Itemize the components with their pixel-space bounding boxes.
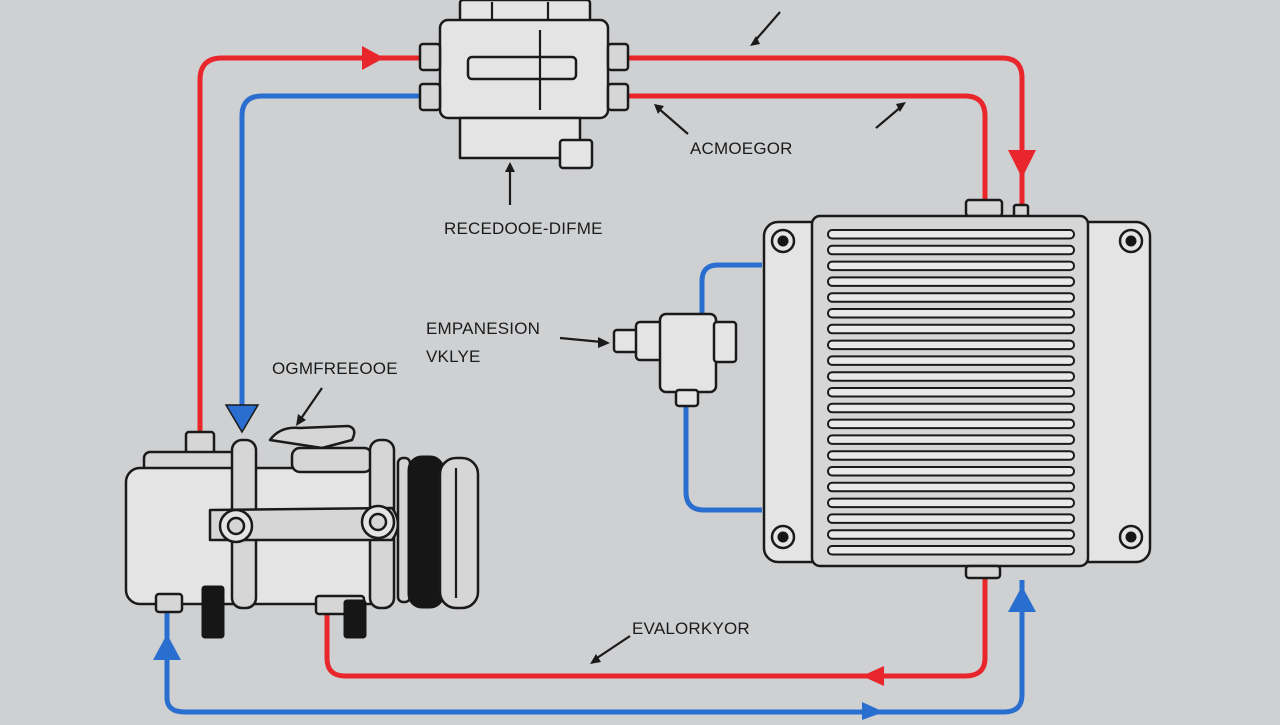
arrow-red-left: [862, 666, 884, 686]
hx-fin: [827, 481, 1075, 493]
arrow-blue-right: [862, 702, 884, 720]
receiver-port-lower-right: [606, 82, 630, 112]
pulley-belt: [407, 455, 445, 609]
arrow-red-right: [362, 46, 384, 70]
label-expansion-valve-line1: EMPANESION: [426, 319, 540, 338]
hx-bottom-fitting: [964, 564, 1002, 580]
flow-arrows: [153, 46, 1036, 720]
arrow-blue-down: [224, 404, 260, 434]
hx-fin: [827, 229, 1075, 240]
receiver-top-cap: [458, 0, 592, 24]
red-line-left: [197, 55, 430, 432]
heat-exchanger: [762, 198, 1152, 580]
hx-fin: [827, 418, 1075, 430]
hx-fin: [827, 545, 1075, 556]
receiver-port-upper-left: [418, 42, 442, 72]
hx-fins: [827, 229, 1075, 556]
hx-fin: [827, 466, 1075, 477]
leader-expansion: [559, 336, 603, 344]
red-line-mid: [622, 93, 988, 205]
leader-condenser-left: [657, 107, 689, 135]
compressor: [124, 424, 480, 639]
valve-outlet: [712, 320, 738, 364]
label-condenser: ACMOEGOR: [690, 139, 793, 158]
hx-fin: [827, 513, 1075, 524]
hx-fin: [827, 355, 1075, 366]
compressor-foot-right: [343, 599, 367, 639]
hx-fin: [827, 371, 1075, 382]
receiver-window: [466, 55, 578, 81]
callout-leaders: [296, 11, 906, 664]
pulley-wheel: [438, 456, 480, 610]
receiver-port-lower-left: [418, 82, 442, 112]
hx-fin: [827, 276, 1075, 287]
blue-line-bottom: [164, 580, 1025, 715]
hx-top-fitting-left: [964, 198, 1004, 218]
label-receiver-drier: RECEDOOE-DIFME: [444, 219, 603, 238]
blue-line-left: [239, 93, 430, 420]
leader-compressor: [299, 387, 323, 421]
hx-fin: [827, 497, 1075, 509]
label-compressor: OGMFREEOOE: [272, 359, 398, 378]
receiver-port-upper-right: [606, 42, 630, 72]
compressor-top-right: [290, 446, 374, 474]
leader-condenser-right: [875, 105, 903, 129]
hx-fin: [827, 387, 1075, 398]
hx-fin: [827, 402, 1075, 414]
red-line-top: [622, 55, 1025, 215]
valve-body: [658, 312, 718, 394]
red-line-bottom: [324, 575, 988, 679]
hx-fin: [827, 260, 1075, 272]
receiver-outlet: [558, 138, 594, 170]
hx-fin: [827, 308, 1075, 319]
leader-evaporator: [593, 635, 631, 661]
labels: ACMOEGOR RECEDOOE-DIFME EMPANESION VKLYE…: [272, 139, 793, 638]
arrow-blue-up-right: [1008, 586, 1036, 612]
compressor-port-suction: [154, 592, 184, 614]
hx-fin: [827, 529, 1075, 540]
arrow-blue-up-left: [153, 634, 181, 660]
valve-bottom: [674, 388, 700, 408]
hx-fin: [827, 292, 1075, 303]
refrigerant-lines: [164, 55, 1025, 715]
valve-inlet: [612, 328, 640, 354]
hx-fin: [827, 244, 1075, 256]
compressor-foot-left: [201, 585, 225, 639]
blue-line-expansion: [699, 262, 762, 318]
leader-top: [753, 11, 781, 43]
compressor-port-discharge: [184, 430, 216, 456]
arrow-red-down: [1008, 150, 1036, 178]
label-expansion-valve-line2: VKLYE: [426, 347, 481, 366]
receiver-drier: [418, 0, 630, 205]
hx-fin: [827, 339, 1075, 351]
expansion-valve: [612, 312, 738, 408]
hx-fin: [827, 434, 1075, 445]
hx-fin: [827, 323, 1075, 335]
label-evaporator: EVALORKYOR: [632, 619, 750, 638]
blue-line-expansion-lower: [683, 400, 762, 513]
compressor-handle: [268, 424, 356, 450]
hx-fin: [827, 450, 1075, 461]
